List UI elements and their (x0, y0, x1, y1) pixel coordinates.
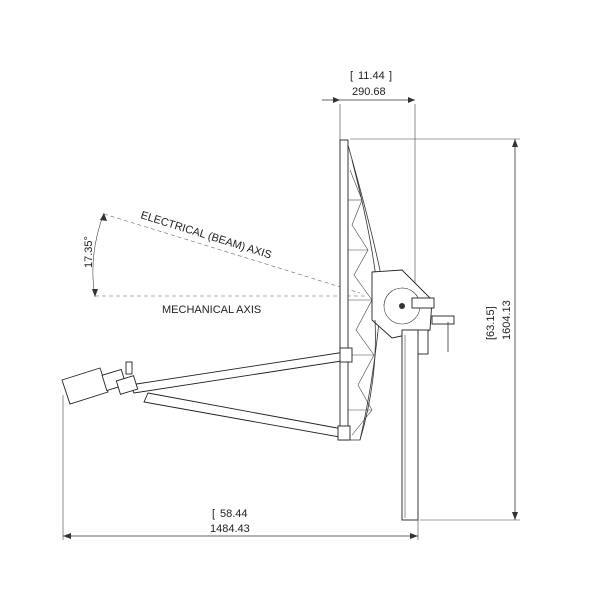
mechanical-axis-label: MECHANICAL AXIS (162, 304, 261, 316)
overall-width-inch: 58.44 (220, 508, 248, 520)
overall-width-dimension: [ 58.44 1484.43 (62, 395, 419, 540)
top-width-inch: 11.44 (358, 70, 385, 82)
height-inch: [63.15] (485, 306, 497, 340)
electrical-axis-label: ELECTRICAL (BEAM) AXIS (139, 209, 273, 261)
svg-text:[: [ (350, 70, 353, 82)
feed-arm (129, 347, 353, 441)
angle-label: 17.35° (83, 236, 95, 268)
svg-text:]: ] (389, 70, 392, 82)
height-dimension: [63.15] 1604.13 (350, 138, 520, 521)
feed-horn (61, 361, 139, 405)
svg-text:[: [ (212, 508, 215, 520)
height-mm: 1604.13 (501, 300, 513, 340)
overall-width-mm: 1484.43 (210, 523, 250, 535)
top-width-mm: 290.68 (352, 86, 386, 98)
mounting-pole (401, 329, 419, 521)
axes: 17.35° ELECTRICAL (BEAM) AXIS MECHANICAL… (83, 209, 365, 316)
